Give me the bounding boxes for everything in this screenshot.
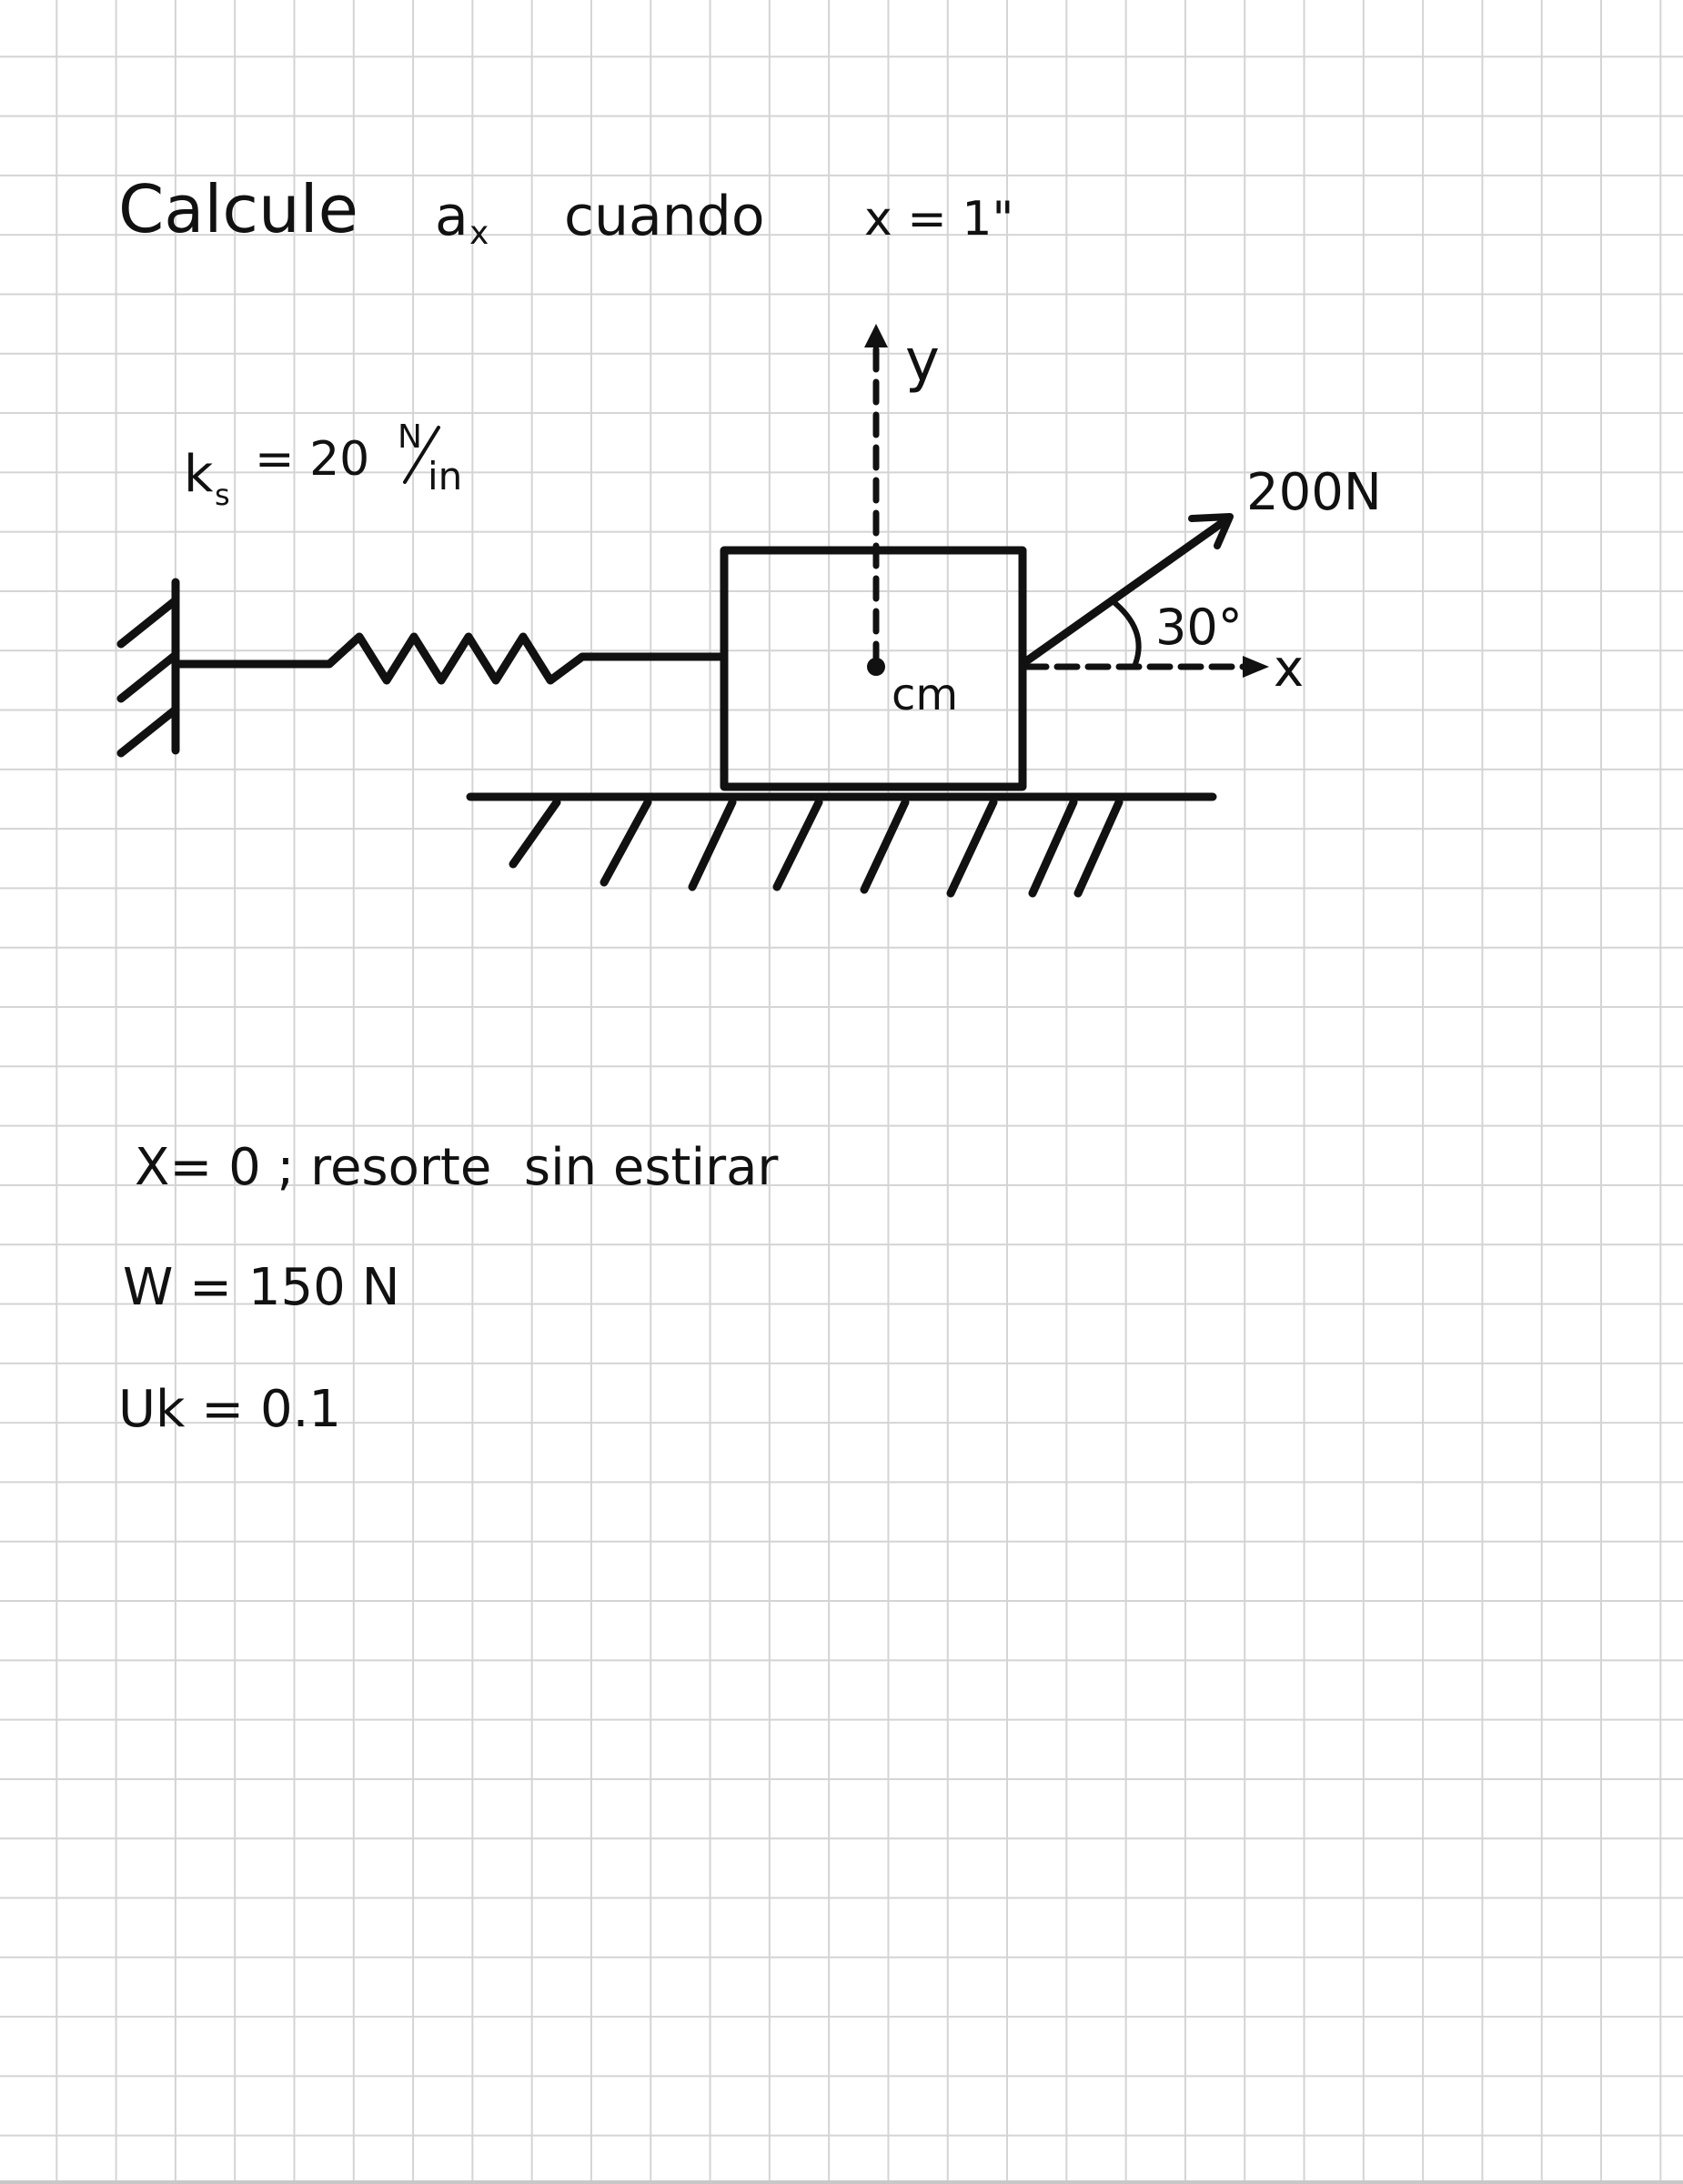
x-axis-label: x [1274,639,1304,699]
cm-label: cm [892,669,958,720]
y-axis-label: y [905,327,940,395]
angle-marker: 30° [1109,598,1243,667]
force-magnitude: 200N [1246,463,1382,522]
problem-condition-word: cuando [564,185,765,248]
given-weight: W = 150 N [123,1258,399,1317]
problem-instruction: Calcule [118,171,358,247]
problem-target: a x [435,185,489,252]
page-bottom-edge [0,2180,1683,2184]
y-axis: y [864,324,940,668]
problem-condition: x = 1" [864,192,1013,247]
spring-constant-label: k s = 20 N in [184,418,462,512]
x-axis: x [1023,639,1304,699]
spring [171,632,728,685]
given-condition: X= 0 ; resorte sin estirar [135,1138,779,1197]
svg-text:a: a [435,185,469,248]
force-angle: 30° [1155,599,1243,656]
ground-surface [466,792,1217,898]
svg-text:= 20: = 20 [255,432,369,487]
applied-force-arrow: 200N [1022,463,1382,666]
svg-text:x: x [469,215,489,252]
svg-text:s: s [215,478,230,512]
svg-text:k: k [184,445,214,504]
svg-text:in: in [428,454,462,498]
fixed-wall [116,578,180,758]
svg-text:N: N [398,418,422,456]
given-friction: Uk = 0.1 [118,1380,341,1439]
center-of-mass: cm [867,658,958,720]
